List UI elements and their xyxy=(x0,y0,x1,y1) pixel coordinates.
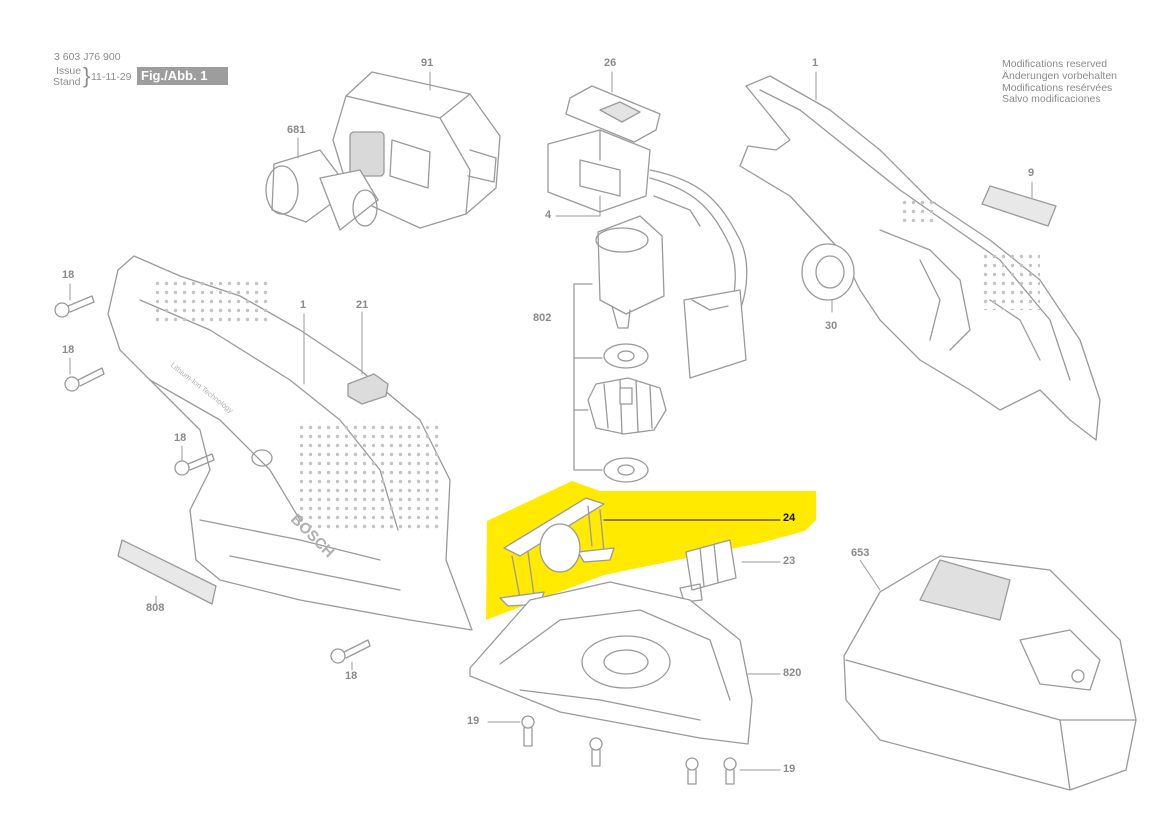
screw-part-19-a xyxy=(521,715,535,747)
modifications-fr: Modifications resérvées xyxy=(1002,82,1113,94)
screw-part-18-a xyxy=(54,295,95,318)
part-label-808: 808 xyxy=(146,602,165,614)
part-802-bracket xyxy=(573,283,603,471)
part-label-18-b: 18 xyxy=(62,344,75,356)
part-label-820: 820 xyxy=(783,667,802,679)
screw-part-18-d xyxy=(330,639,371,664)
leader-lines xyxy=(69,71,1033,771)
modifications-de: Änderungen vorbehalten xyxy=(1002,70,1118,82)
part-label-24: 24 xyxy=(783,512,796,524)
screw-part-18-b xyxy=(64,367,105,392)
modifications-es: Salvo modificaciones xyxy=(1002,93,1101,105)
bracket-part-23 xyxy=(679,539,737,603)
circuit-board xyxy=(683,289,747,379)
housing-left-part-1 xyxy=(107,255,473,631)
issue-date: 11-11-29 xyxy=(91,71,132,83)
modifications-en: Modifications reserved xyxy=(1002,58,1108,70)
strip-part-9 xyxy=(981,185,1057,227)
part-label-91: 91 xyxy=(421,57,434,69)
screw-part-19-d xyxy=(723,757,737,785)
figure-label: Fig./Abb. 1 xyxy=(137,67,228,85)
part-label-18-a: 18 xyxy=(62,269,75,281)
motor-assembly-part-802 xyxy=(587,215,667,483)
screw-part-19-c xyxy=(685,757,699,785)
part-label-681: 681 xyxy=(287,124,306,136)
screw-part-18-c xyxy=(174,453,215,476)
part-label-4: 4 xyxy=(545,209,552,221)
seal-ring-part-30 xyxy=(801,243,855,301)
base-plate-part-820 xyxy=(469,581,753,745)
switch-block-part-4 xyxy=(547,129,651,213)
screw-part-19-b xyxy=(589,737,603,767)
part-label-653: 653 xyxy=(851,547,870,559)
part-label-19-b: 19 xyxy=(783,763,796,775)
switch-slider-part-26 xyxy=(565,85,661,143)
part-label-21: 21 xyxy=(356,299,369,311)
strip-part-808 xyxy=(117,539,217,605)
part-number: 3 603 J76 900 xyxy=(54,51,121,63)
issue-label: Issue xyxy=(56,65,82,77)
battery-pack-part-91 xyxy=(332,71,501,229)
part-label-23: 23 xyxy=(783,555,796,567)
part-label-1-top: 1 xyxy=(812,57,819,69)
clip-part-21 xyxy=(347,373,389,405)
part-label-18-c: 18 xyxy=(174,432,187,444)
stand-label: Stand xyxy=(53,76,81,88)
part-label-802: 802 xyxy=(533,312,552,324)
part-label-9: 9 xyxy=(1028,167,1035,179)
motor-wiring xyxy=(649,169,748,313)
charger-part-653 xyxy=(843,555,1137,791)
part-label-26: 26 xyxy=(604,57,617,69)
part-label-18-d: 18 xyxy=(345,670,358,682)
part-label-30: 30 xyxy=(825,320,838,332)
part-label-19-a: 19 xyxy=(467,715,480,727)
part-label-1-left: 1 xyxy=(300,299,307,311)
issue-brace: } xyxy=(83,63,91,88)
housing-right-part-1 xyxy=(739,75,1101,441)
dust-adapter-part-681 xyxy=(265,149,379,231)
